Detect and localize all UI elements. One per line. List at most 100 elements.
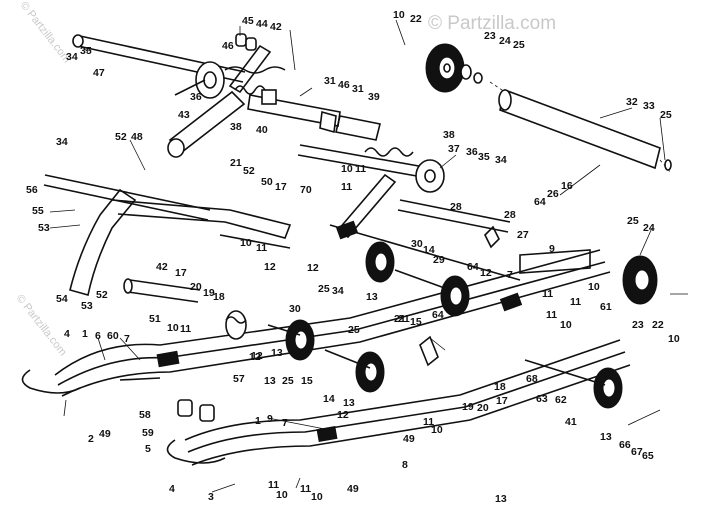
callout-c76: 23 xyxy=(632,319,644,331)
callout-c5: 44 xyxy=(256,18,268,30)
callout-c38: 11 xyxy=(355,163,366,175)
callout-c33: 21 xyxy=(230,157,242,169)
callout-c47: 16 xyxy=(561,180,573,192)
callout-c135: 13 xyxy=(495,493,507,505)
callout-c98: 25 xyxy=(348,324,360,336)
callout-c70: 25 xyxy=(318,283,330,295)
callout-c75: 61 xyxy=(600,301,612,313)
callout-c68: 21 xyxy=(394,313,406,325)
callout-c26: 48 xyxy=(131,131,143,143)
callout-c69: 34 xyxy=(332,285,344,297)
callout-c136: 11 xyxy=(300,483,311,495)
callout-c30: 35 xyxy=(478,151,490,163)
callout-c12: 43 xyxy=(178,109,190,121)
callout-c127: 4 xyxy=(169,483,175,495)
callout-c125: 49 xyxy=(403,433,415,445)
callout-c103: 64 xyxy=(432,309,444,321)
callout-c72: 11 xyxy=(542,288,553,300)
callout-c48: 9 xyxy=(549,243,555,255)
callout-c89: 1 xyxy=(82,328,88,340)
callout-c71: 15 xyxy=(410,316,422,328)
leader-lines xyxy=(49,19,688,493)
callout-c83: 10 xyxy=(167,322,179,334)
callout-c108: 62 xyxy=(555,394,567,406)
callout-c24: 34 xyxy=(56,136,68,148)
callout-c109: 41 xyxy=(565,416,577,428)
callout-c99: 14 xyxy=(323,393,335,405)
callout-c88: 4 xyxy=(64,328,70,340)
callout-c104: 11 xyxy=(546,309,557,321)
callout-c41: 28 xyxy=(450,201,462,213)
callout-c96: 25 xyxy=(282,375,294,387)
callout-c45: 64 xyxy=(534,196,546,208)
callout-c137: 10 xyxy=(311,491,323,503)
callout-c43: 53 xyxy=(38,222,50,234)
left-pivot-arm xyxy=(43,174,292,303)
callout-c51: 24 xyxy=(643,222,655,234)
callout-c50: 25 xyxy=(627,215,639,227)
callout-c17: 22 xyxy=(410,13,422,25)
callout-c61: 18 xyxy=(213,291,225,303)
callout-c14: 40 xyxy=(256,124,268,136)
upper-shaft-assembly xyxy=(72,33,381,158)
callout-c20: 25 xyxy=(513,39,525,51)
middle-cross-shaft xyxy=(297,144,521,281)
callout-c52: 30 xyxy=(411,238,423,250)
callout-c13: 38 xyxy=(230,121,242,133)
callout-c1: 34 xyxy=(66,51,78,63)
callout-c63: 19 xyxy=(203,287,215,299)
callout-c23: 25 xyxy=(660,109,672,121)
callout-c94: 12 xyxy=(249,351,261,363)
idler-wheels xyxy=(119,225,658,422)
callout-c25: 52 xyxy=(115,131,127,143)
callout-c77: 22 xyxy=(652,319,664,331)
callout-c65: 64 xyxy=(467,261,479,273)
callout-c29: 36 xyxy=(466,146,478,158)
callout-c31: 34 xyxy=(495,154,507,166)
callout-c42: 55 xyxy=(32,205,44,217)
callout-c81: 52 xyxy=(96,289,108,301)
callout-c128: 3 xyxy=(208,491,214,503)
callout-c93: 57 xyxy=(233,373,245,385)
callout-c37: 10 xyxy=(341,163,353,175)
callout-c15: 39 xyxy=(368,91,380,103)
callout-c105: 10 xyxy=(560,319,572,331)
callout-c21: 32 xyxy=(626,96,638,108)
callout-c120: 59 xyxy=(142,427,154,439)
callout-c122: 1 xyxy=(255,415,261,427)
callout-c106: 68 xyxy=(526,373,538,385)
callout-c129: 49 xyxy=(347,483,359,495)
callout-c74: 10 xyxy=(588,281,600,293)
callout-c84: 11 xyxy=(180,323,191,335)
callout-c130: 11 xyxy=(268,479,279,491)
watermark: © Partzilla.com xyxy=(428,13,556,34)
callout-c114: 18 xyxy=(494,381,506,393)
callout-c55: 10 xyxy=(240,237,252,249)
callout-c4: 45 xyxy=(242,15,254,27)
callout-c16: 10 xyxy=(393,9,405,21)
slide-rails xyxy=(21,220,631,466)
callout-c133: 67 xyxy=(631,446,643,458)
callout-c73: 11 xyxy=(570,296,581,308)
callout-c132: 66 xyxy=(619,439,631,451)
callout-c116: 10 xyxy=(431,424,443,436)
callout-c57: 12 xyxy=(264,261,276,273)
callout-c126: 8 xyxy=(402,459,408,471)
callout-c60: 17 xyxy=(175,267,187,279)
callout-c101: 12 xyxy=(337,409,349,421)
callout-c121: 5 xyxy=(145,443,151,455)
callout-c82: 51 xyxy=(149,313,161,325)
callout-c112: 20 xyxy=(477,402,489,414)
callout-c19: 24 xyxy=(499,35,511,47)
callout-c117: 2 xyxy=(88,433,94,445)
callout-c27: 38 xyxy=(443,129,455,141)
callout-c9: 46 xyxy=(338,79,350,91)
callout-c56: 11 xyxy=(256,242,267,254)
callout-c79: 54 xyxy=(56,293,68,305)
callout-c6: 42 xyxy=(270,21,282,33)
upper-right-idler xyxy=(425,43,672,173)
callout-c78: 10 xyxy=(668,333,680,345)
callout-c92: 7 xyxy=(124,333,130,345)
callout-c67: 13 xyxy=(366,291,378,303)
callout-c134: 65 xyxy=(642,450,654,462)
